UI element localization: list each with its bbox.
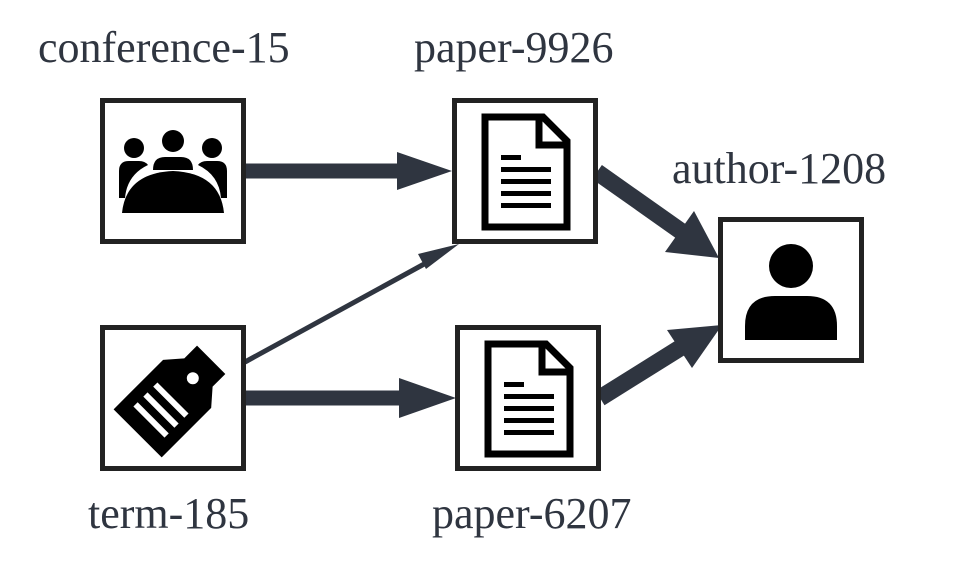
- node-paper-top[interactable]: [452, 98, 598, 244]
- document-icon: [484, 340, 574, 458]
- node-label-conference: conference-15: [38, 23, 290, 72]
- node-label-paper-bottom: paper-6207: [432, 489, 632, 538]
- document-icon: [481, 113, 571, 231]
- node-label-term: term-185: [88, 489, 250, 538]
- edge-paper-9926-to-author: [592, 165, 719, 258]
- edge-paper-6207-to-author: [595, 325, 722, 406]
- edge-term-to-paper-9926: [243, 244, 459, 365]
- node-term[interactable]: [100, 325, 246, 471]
- node-author[interactable]: [718, 217, 864, 363]
- node-label-author: author-1208: [672, 144, 887, 193]
- edge-term-to-paper-6207: [245, 378, 456, 418]
- conference-people-icon: [119, 130, 227, 213]
- person-icon: [745, 244, 837, 340]
- node-conference[interactable]: [100, 98, 246, 244]
- tag-icon: [113, 345, 226, 458]
- node-paper-bottom[interactable]: [455, 325, 601, 471]
- node-label-paper-top: paper-9926: [414, 23, 614, 72]
- edge-conference-to-paper-9926: [245, 152, 452, 190]
